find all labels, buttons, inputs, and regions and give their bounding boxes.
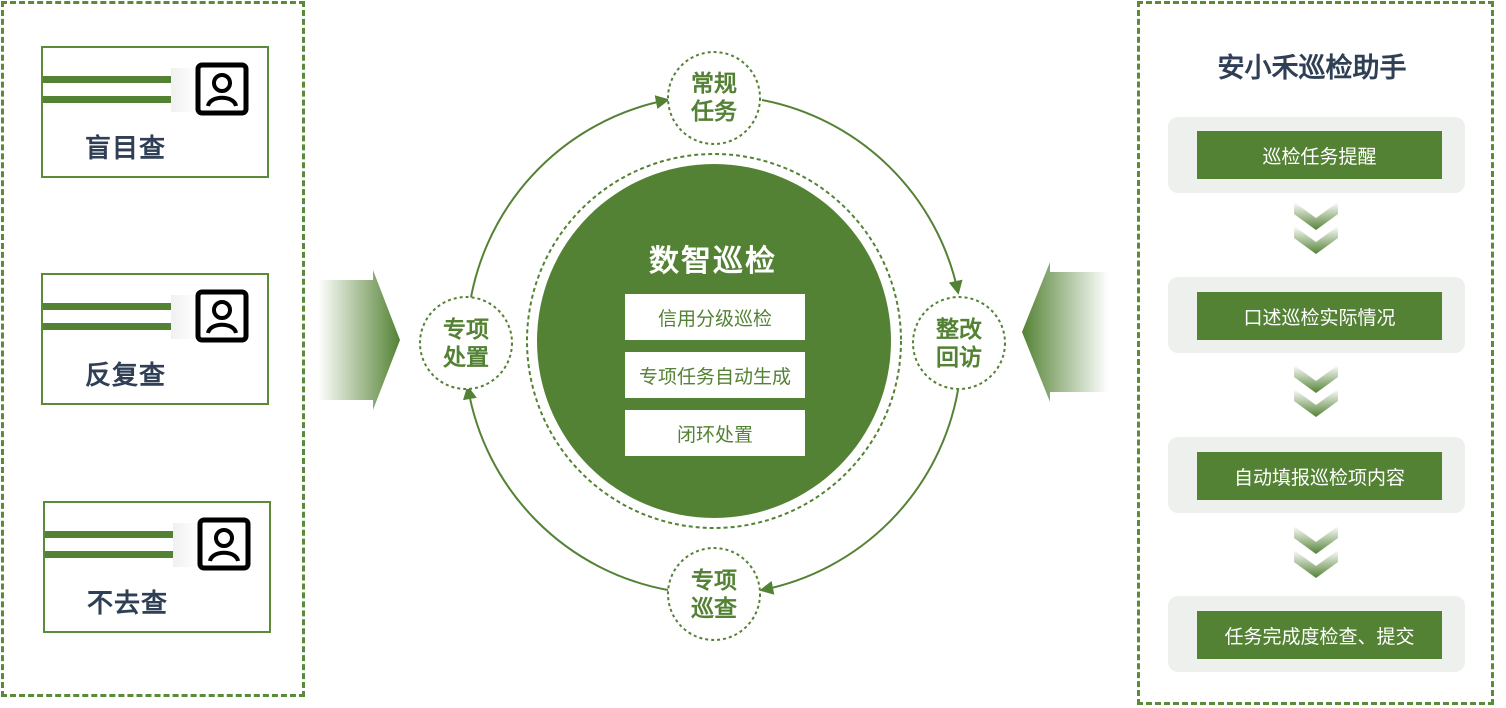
- hub-item: 信用分级巡检: [625, 294, 805, 340]
- cycle-arrow: [463, 385, 669, 591]
- card-label: 反复查: [85, 361, 167, 391]
- card-bar: [43, 76, 171, 83]
- step-completion-check: 任务完成度检查、提交: [1197, 611, 1442, 659]
- double-chevron-down-icon: [1294, 202, 1338, 254]
- double-chevron-down-icon: [1294, 365, 1338, 417]
- node-circle: [667, 51, 761, 145]
- node-routine-task: 常规 任务: [691, 71, 737, 125]
- cycle-arrow: [467, 95, 670, 319]
- node-circle: [912, 296, 1006, 390]
- person-portrait-icon: [195, 62, 249, 116]
- left-arrow-icon: [1022, 262, 1108, 402]
- person-portrait-icon: [195, 289, 249, 343]
- step-task-reminder: 巡检任务提醒: [1197, 131, 1442, 179]
- cycle-arrow: [759, 389, 959, 595]
- card-bar: [45, 551, 173, 558]
- node-special-patrol: 专项 巡查: [691, 568, 737, 622]
- step-auto-fill: 自动填报巡检项内容: [1197, 452, 1442, 500]
- hub-item: 闭环处置: [625, 410, 805, 456]
- node-rectify-revisit: 整改 回访: [936, 317, 982, 371]
- hub-item: 专项任务自动生成: [625, 352, 805, 398]
- node-special-handling: 专项 处置: [443, 317, 489, 371]
- right-arrow-icon: [318, 270, 400, 410]
- cycle-arrow: [761, 99, 963, 295]
- hub-title: 数智巡检: [649, 244, 777, 279]
- node-circle: [667, 547, 761, 641]
- card-bar: [43, 303, 171, 310]
- assistant-title: 安小禾巡检助手: [1217, 53, 1407, 84]
- card-bar: [45, 531, 173, 538]
- problem-card-repeat: 反复查: [41, 273, 269, 405]
- card-label: 盲目查: [85, 134, 167, 164]
- problem-card-absent: 不去查: [43, 501, 271, 633]
- double-chevron-down-icon: [1294, 526, 1338, 578]
- card-label: 不去查: [87, 589, 169, 619]
- problem-card-blind: 盲目查: [41, 46, 269, 178]
- card-bar: [43, 96, 171, 103]
- problems-panel: [1, 1, 305, 697]
- hub-dashed-ring: [526, 153, 902, 529]
- assistant-panel: [1137, 1, 1494, 705]
- card-bar: [43, 323, 171, 330]
- hub-circle: [537, 164, 891, 518]
- person-portrait-icon: [197, 517, 251, 571]
- step-oral-report: 口述巡检实际情况: [1197, 292, 1442, 340]
- node-circle: [419, 296, 513, 390]
